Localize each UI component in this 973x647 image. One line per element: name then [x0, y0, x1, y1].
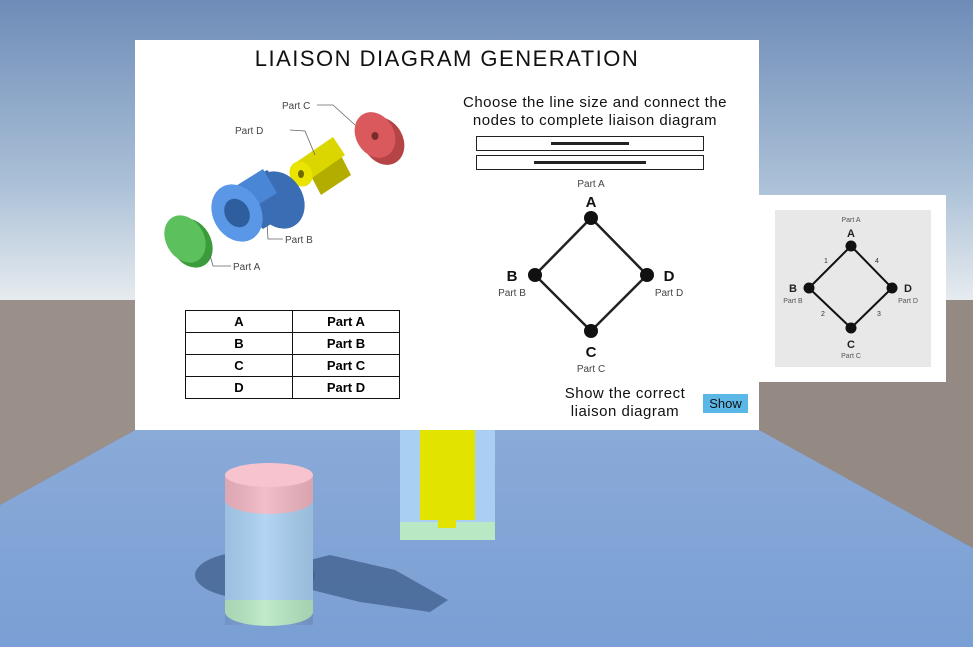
- show-label-line-1: Show the correct: [564, 385, 686, 402]
- table-value: Part B: [292, 332, 400, 355]
- thick-line-sample: [534, 161, 646, 164]
- node-d[interactable]: [640, 268, 654, 282]
- table-value: Part A: [292, 310, 400, 333]
- node-a[interactable]: [584, 211, 598, 225]
- node-d-part: Part D: [655, 288, 683, 299]
- node-b-part: Part B: [498, 288, 526, 299]
- answer-a-part: Part A: [841, 217, 860, 224]
- answer-b-letter: B: [789, 283, 797, 295]
- show-label-line-2: liaison diagram: [570, 403, 680, 420]
- part-d-shaft: [289, 137, 351, 195]
- instruction-text: Choose the line size and connect the nod…: [435, 94, 755, 130]
- instruction-line-1: Choose the line size and connect the: [463, 94, 727, 111]
- table-value: Part D: [292, 376, 400, 399]
- answer-node-a: [845, 240, 857, 252]
- answer-c-letter: C: [847, 339, 855, 351]
- table-row: B Part B: [185, 332, 400, 355]
- edge-number: 3: [877, 311, 881, 318]
- answer-node-b: [803, 282, 815, 294]
- table-row: C Part C: [185, 354, 400, 377]
- table-key: A: [185, 310, 293, 333]
- node-b[interactable]: [528, 268, 542, 282]
- answer-b-part: Part B: [783, 298, 803, 305]
- edge-number: 4: [875, 258, 879, 265]
- answer-panel: Part A A B Part B D Part D C Part C 1 2 …: [758, 195, 946, 382]
- edge-number: 1: [824, 258, 828, 265]
- exploded-view: Part C Part D Part B Part A: [164, 101, 405, 273]
- answer-a-letter: A: [847, 228, 855, 240]
- label-part-c: Part C: [282, 101, 310, 112]
- node-c-letter: C: [586, 344, 597, 361]
- label-part-a: Part A: [233, 262, 261, 273]
- answer-d-part: Part D: [898, 298, 918, 305]
- instruction-line-2: nodes to complete liaison diagram: [472, 112, 718, 129]
- answer-diagram: Part A A B Part B D Part D C Part C 1 2 …: [783, 217, 918, 360]
- answer-d-letter: D: [904, 283, 912, 295]
- part-b-tube: [211, 169, 305, 242]
- table-key: D: [185, 376, 293, 399]
- table-key: B: [185, 332, 293, 355]
- liaison-board: LIAISON DIAGRAM GENERATION: [135, 40, 759, 430]
- thin-line-sample: [551, 142, 629, 145]
- node-a-part: Part A: [577, 179, 605, 190]
- answer-diagram-image: Part A A B Part B D Part D C Part C 1 2 …: [775, 210, 931, 367]
- node-d-letter: D: [664, 268, 675, 285]
- edge-number: 2: [821, 311, 825, 318]
- node-c-part: Part C: [577, 364, 605, 375]
- part-a-disc: [164, 215, 213, 268]
- liaison-diagram-workspace: Part A A B Part B D Part D C Part C: [498, 179, 683, 375]
- show-button[interactable]: Show: [703, 394, 748, 413]
- show-correct-label: Show the correct liaison diagram: [545, 385, 705, 421]
- answer-c-part: Part C: [841, 353, 861, 360]
- node-b-letter: B: [507, 268, 518, 285]
- node-a-letter: A: [586, 194, 597, 211]
- label-part-b: Part B: [285, 235, 313, 246]
- table-row: D Part D: [185, 376, 400, 399]
- answer-node-d: [886, 282, 898, 294]
- line-size-thin-option[interactable]: [476, 136, 704, 151]
- assembly-cylinder-model[interactable]: [225, 463, 313, 626]
- table-row: A Part A: [185, 310, 400, 333]
- board-title: LIAISON DIAGRAM GENERATION: [254, 46, 640, 71]
- cylinder-shadow-cast: [310, 555, 448, 612]
- line-size-thick-option[interactable]: [476, 155, 704, 170]
- part-mapping-table: A Part A B Part B C Part C D Part D: [185, 310, 400, 399]
- table-value: Part C: [292, 354, 400, 377]
- table-key: C: [185, 354, 293, 377]
- label-part-d: Part D: [235, 126, 263, 137]
- part-c-disc: [354, 112, 405, 165]
- node-c[interactable]: [584, 324, 598, 338]
- answer-node-c: [845, 322, 857, 334]
- left-wall: [0, 300, 135, 505]
